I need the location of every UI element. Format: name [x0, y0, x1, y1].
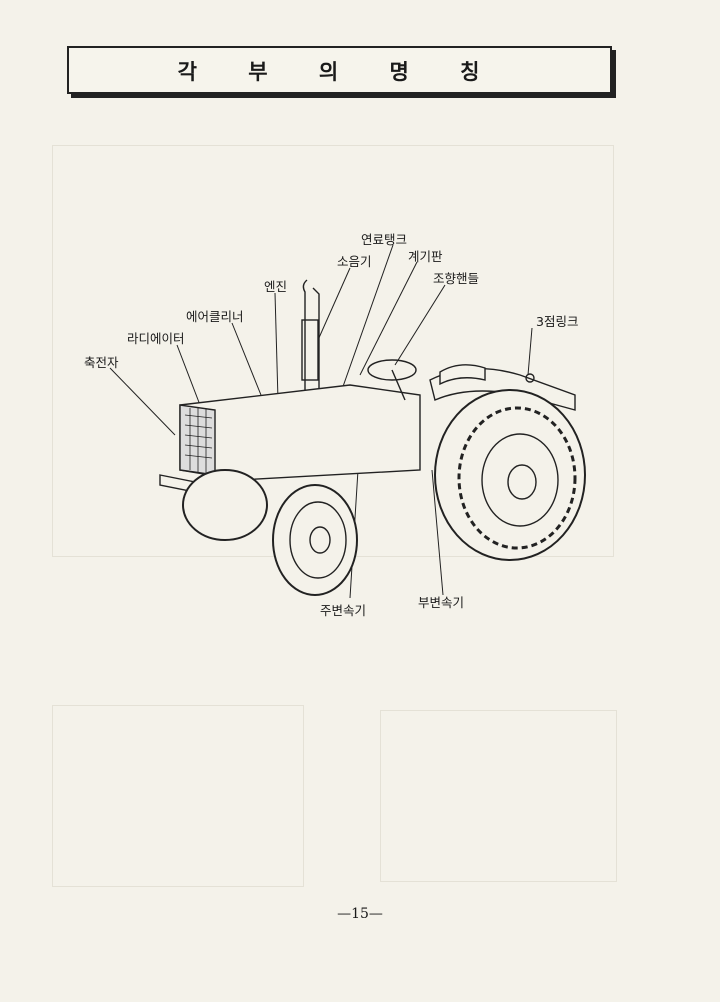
page-number: —15—: [337, 906, 383, 922]
label-muffler: 소음기: [337, 254, 372, 269]
label-battery: 축전자: [84, 355, 119, 370]
label-fuel-tank: 연료탱크: [361, 232, 408, 247]
label-instrument-panel: 계기판: [408, 249, 443, 264]
label-air-cleaner: 에어클리너: [186, 309, 244, 324]
bleed-through-frame: [52, 705, 304, 887]
label-steering-wheel: 조향핸들: [433, 271, 480, 286]
label-three-point-link: 3점링크: [536, 314, 579, 329]
page-title: 각 부 의 명 칭: [177, 60, 502, 84]
label-sub-transmission: 부변속기: [418, 595, 465, 610]
label-main-transmission: 주변속기: [320, 603, 367, 618]
bleed-through-frame: [380, 710, 617, 882]
label-engine: 엔진: [264, 279, 288, 294]
section-title-box: 각 부 의 명 칭: [67, 46, 612, 94]
label-radiator: 라디에이터: [127, 331, 185, 346]
